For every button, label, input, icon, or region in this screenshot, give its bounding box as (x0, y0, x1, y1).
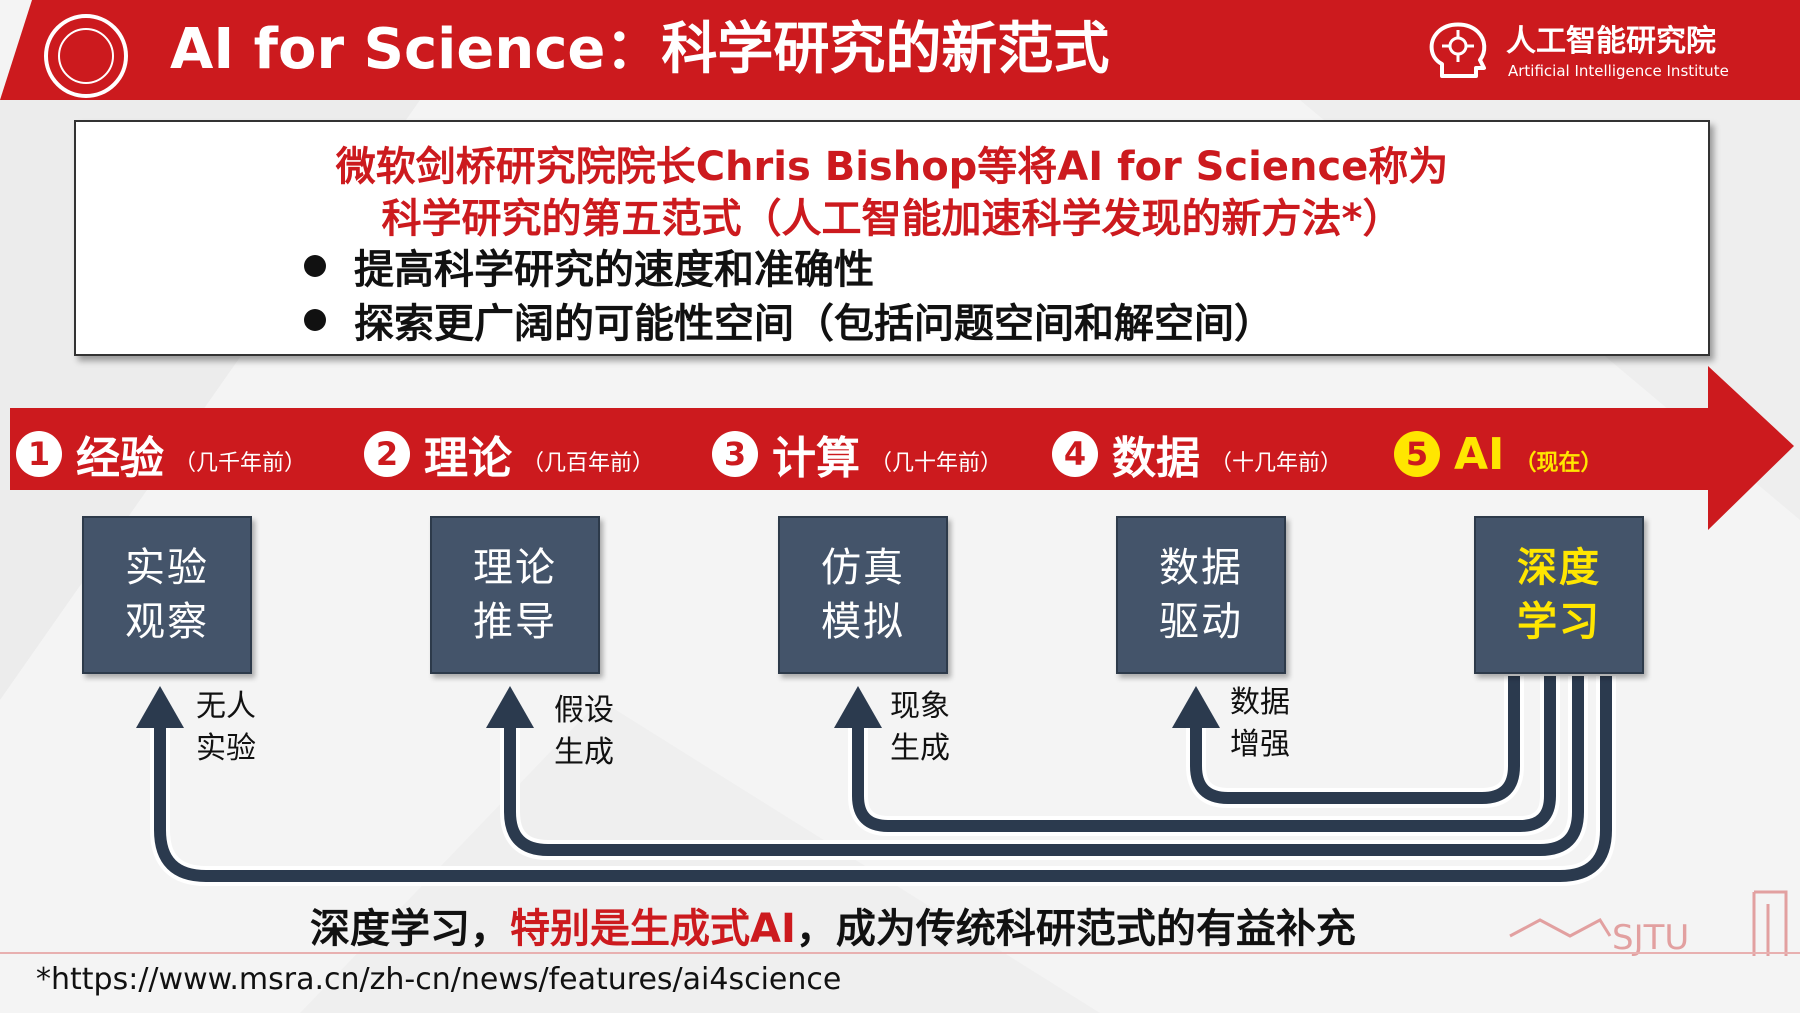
method-label: 驱动 (1159, 599, 1243, 645)
stage-1: 1 经验 （几千年前） (16, 424, 306, 484)
method-box-deep-learning: 深度 学习 (1474, 516, 1644, 674)
flow-label-text: 现象 (890, 689, 950, 724)
stage-number-badge: 4 (1052, 431, 1098, 477)
stage-number-badge: 3 (712, 431, 758, 477)
footnote-link[interactable]: *https://www.msra.cn/zh-cn/news/features… (36, 962, 842, 997)
method-label: 深度 (1517, 545, 1601, 591)
conclusion-part: 深度学习， (310, 906, 510, 952)
method-label: 数据 (1159, 545, 1243, 591)
institute-name-cn: 人工智能研究院 (1506, 24, 1716, 59)
flow-label-text: 无人 (196, 689, 256, 724)
flow-label-text: 生成 (554, 735, 614, 770)
timeline-arrow (10, 366, 1794, 530)
conclusion-highlight: 特别是生成式AI (510, 906, 796, 952)
flow-label-text: 实验 (196, 731, 256, 766)
flow-label-hypothesis-generation: 假设 生成 (554, 690, 644, 774)
stage-era: （几千年前） (174, 451, 307, 476)
flow-label-data-augmentation: 数据 增强 (1230, 682, 1320, 766)
flow-label-phenomenon-generation: 现象 生成 (890, 686, 980, 770)
bullet-dot-icon (304, 309, 326, 331)
stage-era: （十几年前） (1210, 451, 1343, 476)
stage-era: （现在） (1514, 451, 1603, 476)
flow-label-text: 生成 (890, 731, 950, 766)
stage-5: 5 AI （现在） (1394, 424, 1602, 484)
stage-name: 计算 (772, 433, 860, 484)
stage-number-badge: 2 (364, 431, 410, 477)
stage-4: 4 数据 （十几年前） (1052, 424, 1342, 484)
method-label: 学习 (1517, 599, 1601, 645)
method-label: 仿真 (821, 545, 905, 591)
conclusion-part: ，成为传统科研范式的有益补充 (795, 906, 1356, 952)
flow-label-unmanned-experiment: 无人 实验 (196, 686, 286, 770)
method-label: 推导 (473, 599, 557, 645)
stage-2: 2 理论 （几百年前） (364, 424, 654, 484)
bullet-text: 提高科学研究的速度和准确性 (354, 247, 874, 293)
flow-label-text: 增强 (1230, 727, 1290, 762)
quote-line-1: 微软剑桥研究院院长Chris Bishop等将AI for Science称为 (335, 144, 1449, 190)
arrow-to-theory (504, 676, 1584, 856)
bullet-item: 提高科学研究的速度和准确性 (304, 240, 874, 293)
quote-box: 微软剑桥研究院院长Chris Bishop等将AI for Science称为 … (74, 120, 1710, 356)
stage-name: 经验 (76, 433, 164, 484)
arrow-to-experiment (154, 676, 1612, 882)
bullet-dot-icon (304, 255, 326, 277)
arrow-to-simulation (852, 676, 1556, 832)
stage-name: AI (1454, 428, 1505, 480)
footer-divider (0, 952, 1800, 954)
stage-name: 数据 (1112, 433, 1200, 484)
quote-line-2: 科学研究的第五范式（人工智能加速科学发现的新方法*） (381, 196, 1403, 242)
slide-title: AI for Science：科学研究的新范式 (170, 17, 1110, 82)
institute-name-en: Artificial Intelligence Institute (1508, 62, 1729, 80)
method-label: 模拟 (821, 599, 905, 645)
bullet-item: 探索更广阔的可能性空间（包括问题空间和解空间） (304, 294, 1274, 347)
method-label: 实验 (125, 545, 209, 591)
university-seal-logo (44, 14, 128, 98)
stage-era: （几十年前） (870, 451, 1003, 476)
bullet-text: 探索更广阔的可能性空间（包括问题空间和解空间） (354, 301, 1274, 347)
method-box-data-driven: 数据 驱动 (1116, 516, 1286, 674)
stage-number-badge: 5 (1394, 431, 1440, 477)
sjtu-watermark-icon (1509, 890, 1788, 956)
brain-head-icon (1429, 22, 1487, 78)
flow-label-text: 数据 (1230, 685, 1290, 720)
method-box-experiment: 实验 观察 (82, 516, 252, 674)
method-box-theory: 理论 推导 (430, 516, 600, 674)
header-band (0, 0, 1800, 100)
stage-3: 3 计算 （几十年前） (712, 424, 1002, 484)
stage-name: 理论 (424, 433, 512, 484)
conclusion: 深度学习，特别是生成式AI，成为传统科研范式的有益补充 (310, 896, 1356, 954)
sjtu-watermark: SJTU (1612, 918, 1690, 958)
stage-number-badge: 1 (16, 431, 62, 477)
method-label: 理论 (473, 545, 557, 591)
arrow-to-data (1190, 676, 1520, 804)
flow-label-text: 假设 (554, 693, 614, 728)
stage-era: （几百年前） (522, 451, 655, 476)
method-box-simulation: 仿真 模拟 (778, 516, 948, 674)
method-label: 观察 (125, 599, 209, 645)
